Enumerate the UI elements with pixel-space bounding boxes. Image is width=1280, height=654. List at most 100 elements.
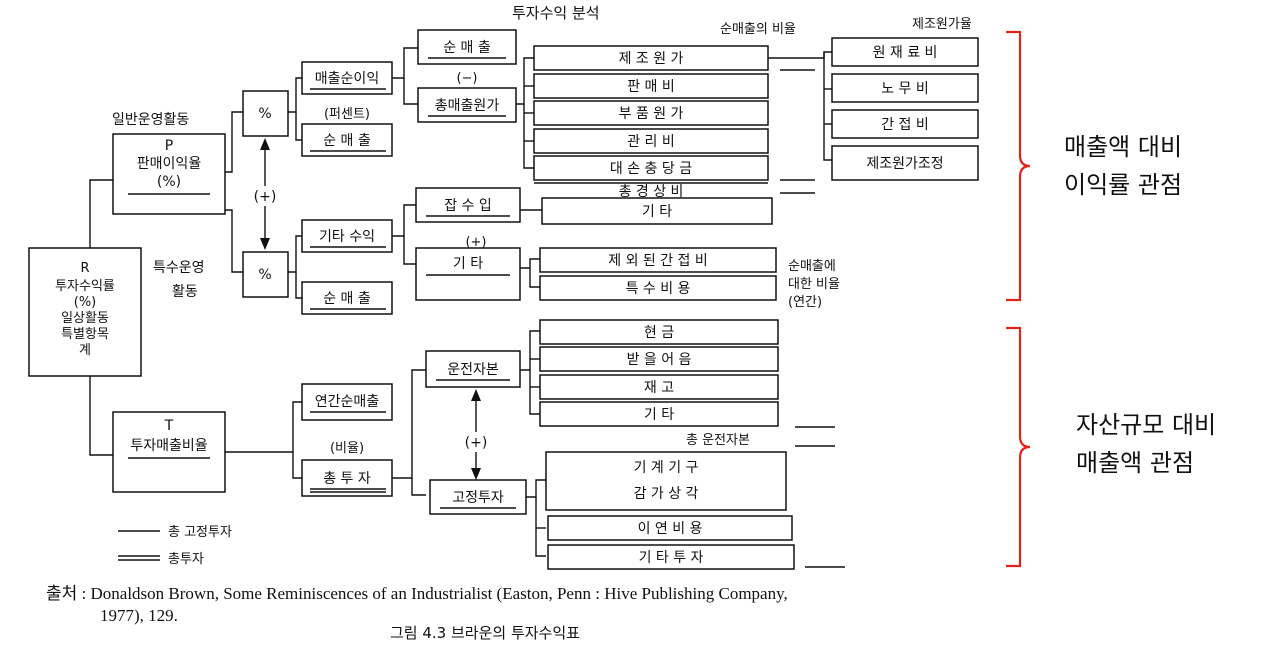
arrow-head-down bbox=[471, 468, 481, 480]
connector bbox=[516, 57, 534, 105]
fixed-item-label: 기 타 투 자 bbox=[639, 550, 704, 566]
cost-item-label: 대 손 충 당 금 bbox=[610, 161, 692, 177]
annotation-top-line: 매출액 대비 bbox=[1064, 133, 1182, 161]
legend-double-label: 총투자 bbox=[168, 552, 204, 567]
total-investment-box bbox=[301, 459, 393, 497]
connector bbox=[288, 77, 302, 113]
special-note-line: 순매출에 bbox=[788, 259, 836, 274]
percent-symbol: % bbox=[258, 267, 271, 283]
connector bbox=[523, 104, 534, 169]
manufacturing-item-label: 원 재 료 비 bbox=[873, 45, 938, 61]
root-box bbox=[28, 247, 142, 377]
cost-item-box bbox=[533, 45, 769, 71]
p-box-line: P bbox=[165, 138, 173, 154]
special-item-label: 특 수 비 용 bbox=[626, 281, 691, 297]
brace-top bbox=[1006, 30, 1031, 302]
working-capital-label: 운전자본 bbox=[447, 362, 499, 378]
column-header-cost-ratio: 제조원가율 bbox=[912, 17, 972, 32]
t-box bbox=[112, 411, 226, 493]
connector bbox=[526, 479, 546, 498]
working-capital-item-box bbox=[539, 374, 779, 400]
figure-caption: 그림 4.3 브라운의 투자수익표 bbox=[390, 624, 580, 642]
connector bbox=[411, 478, 426, 496]
special-other-box bbox=[415, 247, 521, 301]
legend-single-label: 총 고정투자 bbox=[168, 525, 232, 540]
fixed-item-label: 기 계 기 구 bbox=[634, 460, 699, 476]
cost-item-label: 관 리 비 bbox=[627, 134, 675, 150]
fixed-item-box bbox=[547, 544, 795, 570]
annotation-bottom-line: 자산규모 대비 bbox=[1076, 411, 1216, 439]
special-item-box bbox=[539, 275, 777, 301]
connector bbox=[225, 111, 243, 173]
cost-item-label: 제 조 원 가 bbox=[619, 51, 684, 67]
p-box-line: 판매이익율 bbox=[137, 156, 202, 172]
special-net-sales-label: 순 매 출 bbox=[323, 291, 371, 307]
diagram-title: 투자수익 분석 bbox=[512, 4, 600, 22]
minus-label: (−) bbox=[456, 71, 477, 86]
connector bbox=[392, 204, 416, 237]
manufacturing-item-box bbox=[831, 109, 979, 139]
percent-box-general bbox=[242, 90, 289, 137]
manufacturing-item-label: 제조원가조정 bbox=[866, 156, 943, 172]
special-item-label: 제 외 된 간 접 비 bbox=[608, 253, 708, 269]
connector bbox=[535, 497, 546, 557]
annotation-bottom-line: 매출액 관점 bbox=[1076, 449, 1194, 477]
fixed-item-label: 감 가 상 각 bbox=[634, 486, 699, 502]
plus-label-bg bbox=[460, 432, 492, 452]
root-line: (%) bbox=[74, 295, 97, 310]
manufacturing-item-box bbox=[831, 37, 979, 67]
special-item-box bbox=[539, 247, 777, 273]
working-capital-item-label: 현 금 bbox=[644, 325, 674, 341]
net-profit-label: 매출순이익 bbox=[315, 71, 379, 87]
sales-label: 순 매 출 bbox=[443, 40, 491, 56]
connector bbox=[768, 51, 832, 59]
connector bbox=[403, 78, 418, 105]
fixed-item-label: 이 연 비 용 bbox=[638, 521, 703, 537]
cost-item-label: 부 품 원 가 bbox=[619, 106, 684, 122]
special-other-label: 기 타 bbox=[453, 256, 483, 272]
plus-label: (+) bbox=[465, 235, 486, 250]
source-line: 1977), 129. bbox=[100, 606, 178, 625]
connector bbox=[403, 236, 416, 265]
connector bbox=[288, 235, 302, 273]
working-capital-item-label: 재 고 bbox=[644, 380, 674, 396]
connector bbox=[89, 179, 113, 248]
connector bbox=[529, 268, 540, 288]
connector bbox=[392, 369, 426, 479]
fixed-item-box bbox=[547, 515, 793, 541]
t-box-line: T bbox=[164, 418, 174, 434]
label-special-operations: 특수운영 bbox=[153, 260, 205, 276]
annual-sales-label: 연간순매출 bbox=[315, 394, 380, 410]
working-capital-item-box bbox=[539, 319, 779, 345]
connector bbox=[295, 112, 302, 141]
working-capital-item-box bbox=[539, 346, 779, 372]
source-line: 출처 : Donaldson Brown, Some Reminiscences… bbox=[46, 584, 788, 603]
connector bbox=[520, 258, 540, 269]
connector bbox=[225, 401, 302, 453]
ratio-label: (비율) bbox=[330, 441, 364, 456]
connector bbox=[520, 330, 540, 371]
label-special-operations: 활동 bbox=[172, 284, 198, 300]
percent-box-special bbox=[242, 251, 289, 298]
fixed-item-box-machinery bbox=[545, 451, 787, 511]
fixed-investment-label: 고정투자 bbox=[452, 490, 504, 506]
working-capital-box bbox=[425, 350, 521, 388]
arrow-head-up bbox=[471, 389, 481, 401]
cost-item-box bbox=[533, 73, 769, 99]
total-investment-label: 총 투 자 bbox=[323, 471, 371, 487]
special-note-line: 대한 비율 bbox=[788, 277, 840, 292]
cost-item-label: 판 매 비 bbox=[627, 79, 675, 95]
arrow-head-up bbox=[260, 138, 270, 150]
root-line: 투자수익률 bbox=[55, 279, 115, 294]
connector bbox=[823, 52, 832, 161]
connector bbox=[295, 272, 302, 299]
percent-symbol: % bbox=[258, 106, 271, 122]
other-income-label: 기타 수익 bbox=[319, 229, 375, 245]
total-working-capital-label: 총 운전자본 bbox=[686, 433, 750, 448]
working-capital-item-box bbox=[539, 401, 779, 427]
cost-item-box bbox=[533, 100, 769, 126]
net-sales-label: 순 매 출 bbox=[323, 133, 371, 149]
annotation-top-line: 이익률 관점 bbox=[1064, 171, 1182, 199]
